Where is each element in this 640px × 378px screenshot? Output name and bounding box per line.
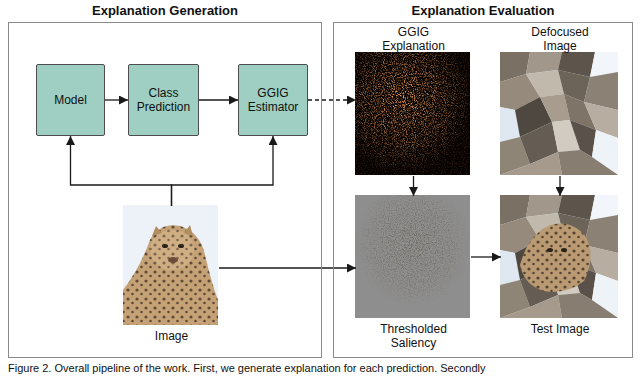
leopard-photo [123, 205, 218, 325]
image-label: Image [129, 329, 215, 343]
illustration-part [168, 257, 178, 263]
image-label: GGIG Explanation [371, 25, 457, 53]
illustration-part [123, 225, 218, 325]
illustration-part [355, 52, 470, 175]
flow-arrow [559, 176, 560, 196]
process-box: Class Prediction [128, 64, 199, 136]
illustration-part [355, 195, 470, 318]
illustration-part [500, 52, 618, 175]
illustration-part [547, 248, 553, 252]
test-image: Test Image [501, 196, 619, 349]
illustration-part [150, 230, 194, 270]
test-photo [500, 195, 618, 318]
panel-title: Explanation Evaluation [334, 3, 632, 18]
input-image: Image [124, 206, 219, 346]
defocused-photo [500, 52, 618, 175]
illustration-part [520, 224, 591, 292]
flow-arrow [308, 99, 356, 100]
illustration-part [355, 52, 470, 175]
flow-arrow [105, 99, 128, 100]
illustration-part [162, 244, 168, 248]
illustration-part [150, 230, 194, 270]
flow-arrow [199, 99, 238, 100]
box-label: Model [54, 93, 87, 107]
image-label: Defocused Image [517, 25, 603, 53]
illustration-part [355, 195, 470, 318]
process-box: GGIG Estimator [238, 64, 308, 136]
explanation-image: GGIG Explanation [356, 25, 471, 176]
defocused-image: Defocused Image [501, 25, 619, 176]
image-label: Thresholded Saliency [371, 322, 457, 350]
flow-arrow [471, 256, 501, 257]
panel-title: Explanation Generation [9, 3, 321, 18]
flow-arrow [71, 136, 172, 206]
illustration-part [152, 226, 162, 236]
illustration-part [355, 52, 470, 175]
image-label: Test Image [517, 322, 603, 336]
box-label: Class Prediction [133, 86, 194, 114]
thresholded-saliency-map [355, 195, 470, 318]
illustration-part [500, 195, 618, 318]
panel: Explanation GenerationModelClass Predict… [8, 22, 322, 358]
illustration-part [123, 205, 218, 325]
saliency-image: Thresholded Saliency [356, 196, 471, 349]
flow-arrow [219, 267, 356, 268]
illustration-part [178, 244, 184, 248]
saliency-heatmap [355, 52, 470, 175]
illustration-part [184, 225, 193, 236]
illustration-part [561, 248, 567, 252]
figure-caption: Figure 2. Overall pipeline of the work. … [8, 361, 486, 375]
process-box: Model [36, 64, 105, 136]
panel: Explanation EvaluationGGIG ExplanationDe… [333, 22, 633, 358]
box-label: GGIG Estimator [243, 86, 303, 114]
flow-arrow [172, 136, 274, 206]
illustration-part [123, 225, 218, 325]
illustration-part [520, 224, 591, 292]
flow-arrow [413, 176, 414, 196]
